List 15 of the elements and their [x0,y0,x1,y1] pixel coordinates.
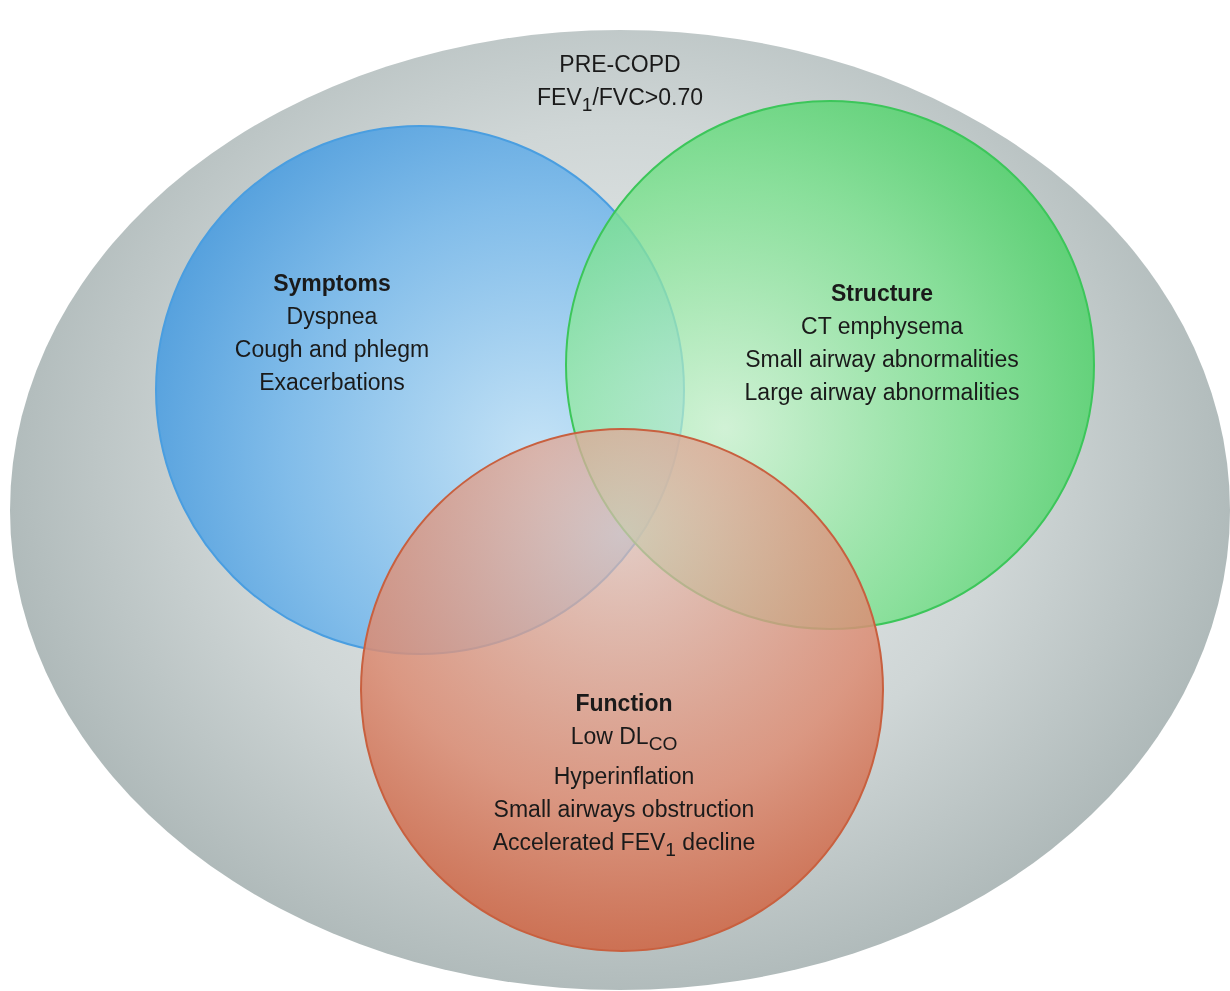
list-item: Low DL$_{CO}$ [570,723,678,749]
list-item: Exacerbations [259,369,405,395]
ratio-criterion: FEV$_{1}$/FVC>0.70 [537,84,703,110]
list-item: Small airway abnormalities [745,346,1019,372]
list-item: Dyspnea [286,303,378,329]
list-item: Accelerated FEV$_{1}$ decline [492,828,756,855]
list-item: Hyperinflation [553,762,695,789]
region-title: Structure [830,280,934,306]
region-title: Symptoms [273,270,391,296]
region-title: Function [575,690,673,716]
region-title: PRE-COPD [559,51,681,77]
list-item: Cough and phlegm [234,336,430,362]
list-item: Small airways obstruction [493,795,755,822]
list-item: CT emphysema [801,313,963,339]
list-item: Large airway abnormalities [744,379,1020,405]
